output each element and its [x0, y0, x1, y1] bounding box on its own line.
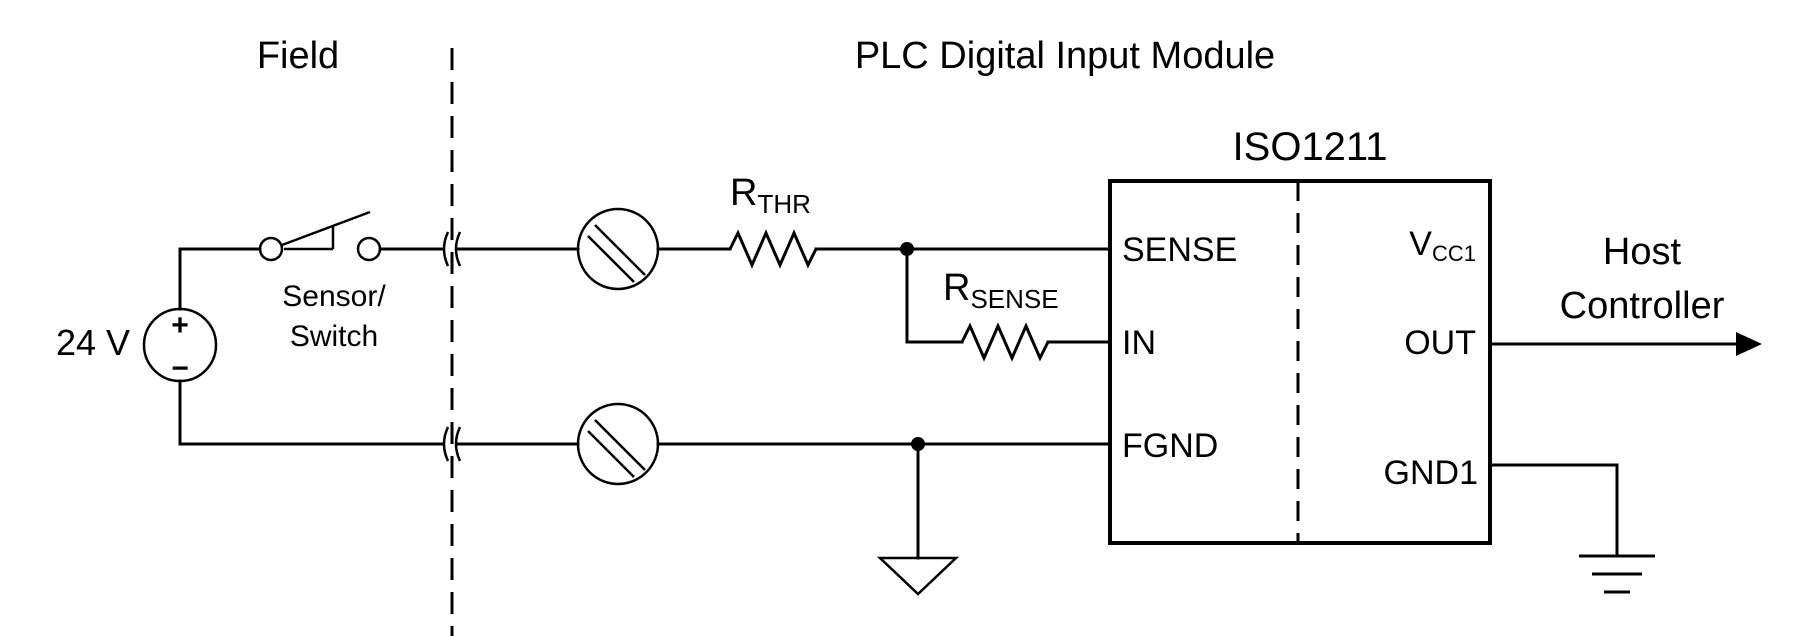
iso1211-chip — [1108, 179, 1492, 545]
wire-source-to-switch — [178, 247, 262, 311]
field-heading: Field — [257, 35, 339, 77]
module-heading: PLC Digital Input Module — [855, 35, 1275, 77]
pin-fgnd-label: FGND — [1122, 427, 1218, 465]
field-ground-icon — [876, 556, 960, 596]
wire-gnd1-to-earth — [1488, 463, 1619, 557]
voltage-source-icon: + − — [142, 307, 218, 385]
r-sense-label: RSENSE — [943, 267, 1059, 314]
r-sense-subscript: SENSE — [970, 284, 1058, 314]
wire-junction-to-rsense — [905, 247, 964, 344]
sensor-switch-icon — [258, 210, 382, 262]
resistor-rsense-icon — [960, 322, 1050, 362]
terminal-top-icon — [576, 207, 660, 291]
supply-minus-sign: − — [171, 352, 189, 385]
arrow-right-icon — [1736, 332, 1762, 356]
pin-sense-label: SENSE — [1122, 231, 1237, 269]
supply-plus-sign: + — [171, 309, 189, 342]
pin-out-label: OUT — [1404, 324, 1476, 362]
supply-voltage-label: 24 V — [56, 322, 130, 363]
pin-in-label: IN — [1122, 324, 1156, 362]
pin-vcc1-label: VCC1 — [1409, 225, 1476, 266]
terminal-bottom-icon — [576, 402, 660, 486]
host-label-line1: Host — [1603, 231, 1682, 273]
wire-source-return — [178, 379, 445, 446]
r-thr-label: RTHR — [730, 172, 811, 219]
pin-gnd1-label: GND1 — [1384, 454, 1478, 492]
host-ground-icon — [1579, 554, 1655, 594]
sensor-label-line1: Sensor/ — [282, 280, 386, 313]
host-label-line2: Controller — [1560, 285, 1725, 327]
chip-name-label: ISO1211 — [1233, 125, 1388, 169]
r-thr-subscript: THR — [757, 189, 810, 219]
sensor-label-line2: Switch — [290, 320, 378, 353]
resistor-rthr-icon — [728, 229, 818, 269]
pin-vcc1-subscript: CC1 — [1432, 241, 1476, 266]
